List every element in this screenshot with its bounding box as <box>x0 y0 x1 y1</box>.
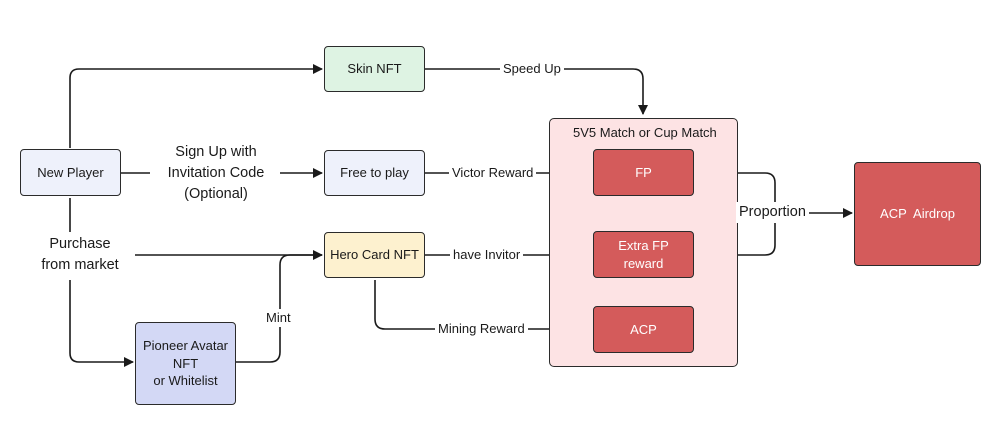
sign-up-line-2: Invitation Code <box>167 165 265 182</box>
hero-card-nft-label: Hero Card NFT <box>330 247 419 263</box>
speed-up-label: Speed Up <box>500 60 564 78</box>
acp-label: ACP <box>630 321 657 337</box>
new-player-label: New Player <box>37 164 104 180</box>
edge-pioneer-mint <box>236 254 322 363</box>
extra-fp-node: Extra FP reward <box>593 231 694 278</box>
extra-fp-line-2: reward <box>623 255 664 271</box>
pioneer-avatar-node: Pioneer Avatar NFT or Whitelist <box>135 322 236 405</box>
pioneer-avatar-line-1: Pioneer Avatar <box>142 338 229 354</box>
sign-up-label: Sign Up with Invitation Code (Optional) <box>152 142 280 206</box>
skin-nft-label: Skin NFT <box>347 61 402 77</box>
fp-label: FP <box>635 164 652 180</box>
extra-fp-line-1: Extra FP <box>618 237 669 253</box>
have-invitor-label: have Invitor <box>450 246 524 264</box>
free-to-play-node: Free to play <box>324 150 425 196</box>
purchase-label: Purchase from market <box>25 234 135 277</box>
edge-hero-acp <box>374 280 592 334</box>
sign-up-line-3: (Optional) <box>184 186 248 203</box>
acp-airdrop-label: ACP Airdrop <box>880 206 955 222</box>
pioneer-avatar-line-2: NFT <box>172 355 199 371</box>
edge-skin-match <box>425 68 648 115</box>
purchase-line-1: Purchase <box>49 236 111 252</box>
new-player-node: New Player <box>20 149 121 196</box>
purchase-line-2: from market <box>41 257 119 274</box>
match-group-title: 5V5 Match or Cup Match <box>573 125 717 140</box>
edge-purchase-pioneer <box>69 280 134 367</box>
edge-newplayer-skin <box>69 64 323 148</box>
skin-nft-node: Skin NFT <box>324 46 425 92</box>
victor-reward-label: Victor Reward <box>449 164 537 182</box>
fp-node: FP <box>593 149 694 196</box>
sign-up-line-1: Sign Up with <box>175 144 257 160</box>
acp-airdrop-node: ACP Airdrop <box>854 162 981 266</box>
hero-card-nft-node: Hero Card NFT <box>324 232 425 278</box>
proportion-label: Proportion <box>736 202 809 224</box>
free-to-play-label: Free to play <box>340 165 409 181</box>
acp-node: ACP <box>593 306 694 353</box>
mining-reward-label: Mining Reward <box>435 320 528 338</box>
pioneer-avatar-line-3: or Whitelist <box>153 373 218 389</box>
mint-label: Mint <box>263 309 294 327</box>
